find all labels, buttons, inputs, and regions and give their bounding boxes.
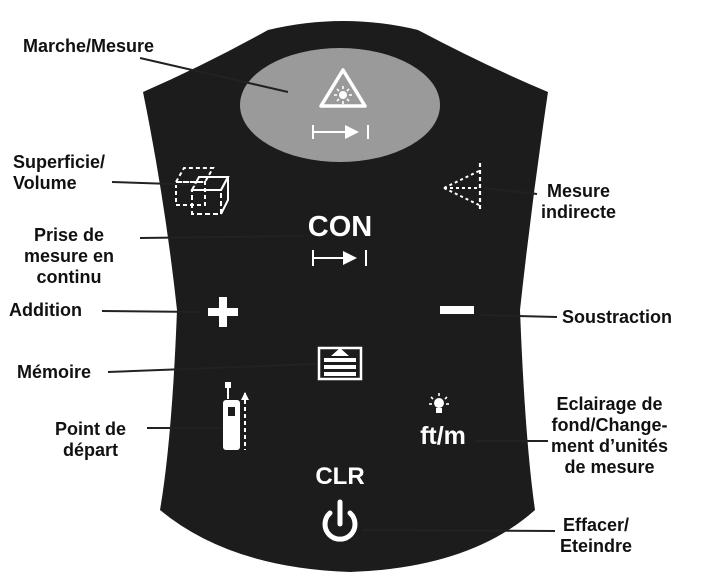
measure-arrow-icon <box>312 250 367 266</box>
leader-superficie <box>111 181 203 186</box>
label-addition: Addition <box>9 300 82 320</box>
label-mesure-indirecte: Mesure indirecte <box>541 181 617 222</box>
label-eclairage: Eclairage de fond/Change- ment d’unités … <box>551 394 669 477</box>
reference-point-icon[interactable] <box>223 382 249 450</box>
leader-lines <box>101 57 558 532</box>
plus-icon[interactable] <box>208 297 238 327</box>
leader-marche <box>139 57 289 93</box>
memory-icon[interactable] <box>317 346 363 381</box>
leader-prise <box>139 235 304 239</box>
leader-effacer <box>361 529 556 532</box>
label-marche-mesure: Marche/Mesure <box>23 36 155 56</box>
label-soustraction: Soustraction <box>562 307 673 327</box>
leader-addition <box>101 310 203 313</box>
label-superficie-volume: Superficie/ Volume <box>13 152 106 193</box>
label-point-de-depart: Point de départ <box>55 419 126 460</box>
leader-soustraction <box>480 314 558 318</box>
units-key-label[interactable]: ft/m <box>420 422 466 450</box>
area-volume-icon[interactable] <box>174 167 230 215</box>
label-effacer: Effacer/ Eteindre <box>560 515 633 556</box>
leader-memoire <box>107 363 317 373</box>
label-memoire: Mémoire <box>17 362 92 382</box>
measure-arrow-icon <box>312 125 369 139</box>
con-key-label[interactable]: CON <box>307 211 373 243</box>
indirect-measure-icon[interactable] <box>443 163 482 212</box>
label-prise-de-mesure: Prise de mesure en continu <box>24 225 115 287</box>
lightbulb-icon <box>429 393 449 413</box>
keypad-body <box>143 21 548 572</box>
power-icon[interactable] <box>322 499 358 542</box>
minus-icon[interactable] <box>440 306 474 314</box>
leader-mesure-indirecte <box>483 187 538 195</box>
laser-warning-icon <box>319 68 367 108</box>
clr-key-label[interactable]: CLR <box>315 463 365 490</box>
